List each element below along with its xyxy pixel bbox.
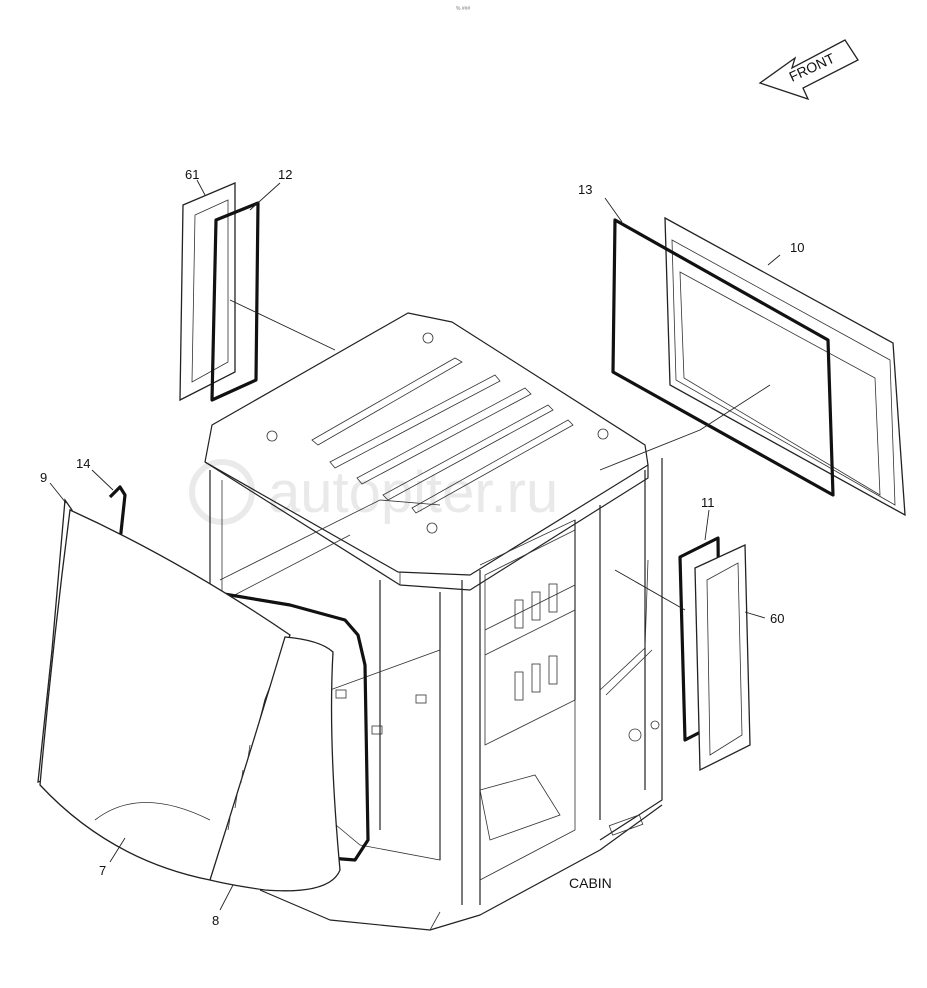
part-10-window	[664, 216, 906, 517]
front-arrow-icon	[758, 39, 859, 101]
callout-61: 61	[185, 167, 199, 182]
part-12-seal	[210, 201, 260, 402]
leader-lines	[49, 179, 781, 911]
callout-11: 11	[701, 495, 715, 510]
callout-9: 9	[40, 470, 47, 485]
watermark: autopiter.ru	[189, 459, 558, 525]
part-8-lower-glass	[209, 636, 341, 892]
top-mark: % ###	[456, 6, 470, 12]
diagram-caption: CABIN	[569, 875, 612, 891]
watermark-text: autopiter.ru	[268, 460, 558, 525]
callout-12: 12	[278, 167, 292, 182]
callout-14: 14	[76, 456, 90, 471]
lower-glass-marks	[227, 744, 251, 831]
part-61-window	[179, 182, 236, 402]
callout-10: 10	[790, 240, 804, 255]
callout-7: 7	[99, 863, 106, 878]
rear-panel	[484, 529, 576, 746]
cabin-body	[204, 312, 663, 931]
part-14-seal	[108, 485, 370, 862]
callout-8: 8	[212, 913, 219, 928]
roof-ribs	[311, 357, 574, 514]
part-60-window	[694, 543, 751, 772]
callout-60: 60	[770, 611, 784, 626]
part-13-seal	[611, 218, 835, 497]
callout-13: 13	[578, 182, 592, 197]
